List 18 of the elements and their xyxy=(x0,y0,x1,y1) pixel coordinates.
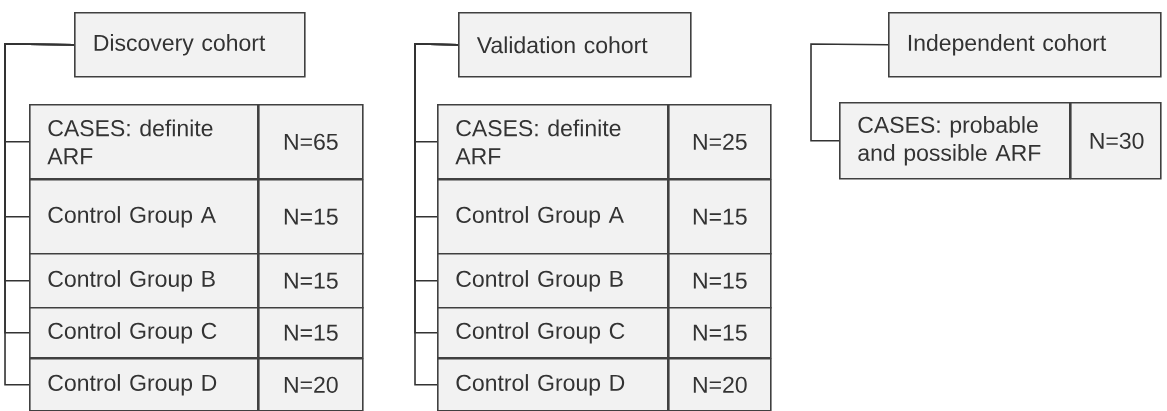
count-box: N=20 xyxy=(668,358,772,411)
node-label: Control Group D xyxy=(456,374,625,396)
connector-line xyxy=(4,43,75,386)
connector-line xyxy=(414,43,459,386)
count-box: N=15 xyxy=(668,179,772,255)
count-box: N=15 xyxy=(258,307,364,359)
count-box: N=20 xyxy=(258,358,364,411)
count-box: N=30 xyxy=(1070,102,1162,180)
count-box: N=15 xyxy=(668,253,772,309)
header-box: Discovery cohort xyxy=(74,12,306,78)
count-box: N=15 xyxy=(668,307,772,359)
count-box: N=65 xyxy=(258,104,364,180)
count-box: N=15 xyxy=(258,179,364,255)
header-box: Validation cohort xyxy=(458,12,692,78)
count-box: N=25 xyxy=(668,104,772,180)
connector-line xyxy=(810,43,889,142)
count-box: N=15 xyxy=(258,253,364,309)
header-box: Independent cohort xyxy=(888,12,1162,78)
